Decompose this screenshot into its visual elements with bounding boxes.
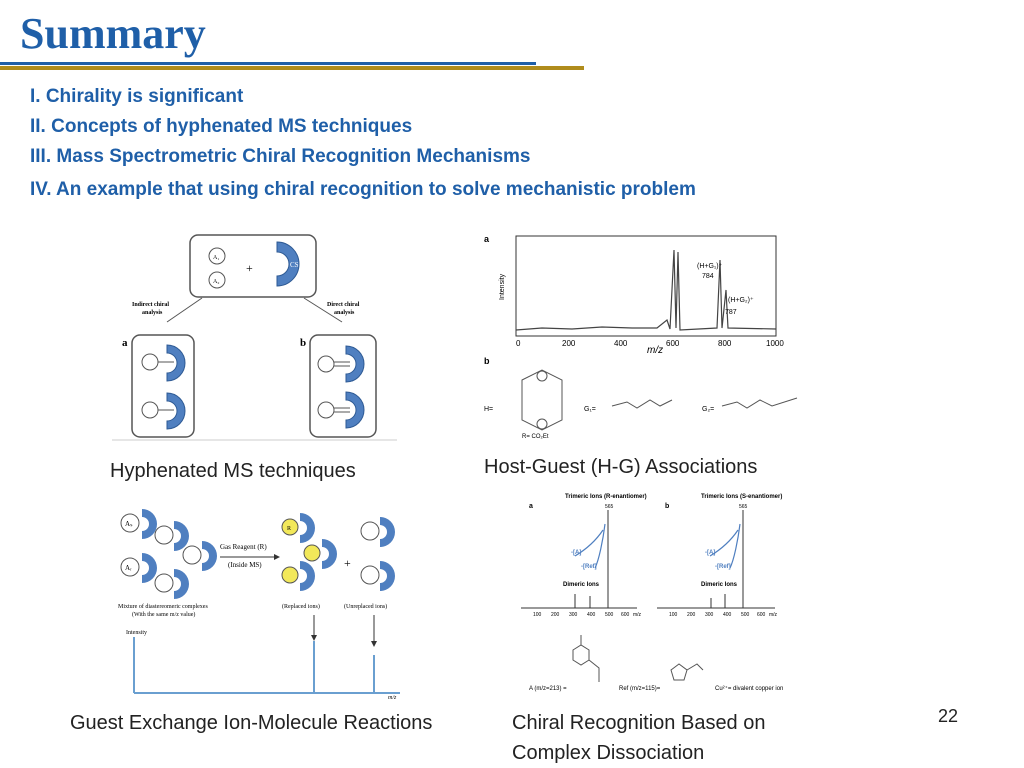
slide-title: Summary [20,9,206,58]
x-tick-300: 300 [569,612,578,618]
caption-complex-dissociation: Chiral Recognition Based on Complex Diss… [512,708,766,768]
peak-2-label: (H+G₂)⁺ [728,297,754,304]
caption-guest-exchange: Guest Exchange Ion-Molecule Reactions [70,712,433,734]
panel-a-label: a [484,234,490,244]
guest-exchange-figure: Aₛ Aᵣ Gas Reagent (R) (Inside MS) R + Mi… [112,505,407,705]
panel-a-label: a [122,337,128,349]
indirect-label: Indirect chiral [132,302,169,308]
panel-b-label: b [300,337,306,349]
outline-item-3: III. Mass Spectrometric Chiral Recogniti… [30,146,531,167]
loss-a-label: -[A] [571,550,581,556]
r-label: R [287,526,291,532]
mixture-label: Mixture of diastereomeric complexes [118,603,208,610]
reagent-sub-label: (Inside MS) [228,561,262,569]
x-tick-300-b: 300 [705,612,714,618]
cs-label: CS [290,261,299,269]
y-axis-label: Intensity [499,273,506,300]
x-tick-500: 500 [605,612,614,618]
x-tick-600-b: 600 [757,612,766,618]
footnote-ref: Ref (m/z=115)= [619,686,661,692]
x-tick-600: 600 [666,339,680,348]
mixture-sub-label: (With the same m/z value) [132,611,195,618]
direct-label-2: analysis [334,310,355,316]
top-peak-value: 565 [605,504,614,510]
outline-item-2: II. Concepts of hyphenated MS techniques [30,116,413,137]
panel-b-label: b [665,503,669,510]
footnote-cu: Cu²⁺= divalent copper ion [715,685,783,692]
page-number: 22 [938,706,959,726]
loss-a-label-b: -[A] [705,550,715,556]
x-tick-200: 200 [551,612,560,618]
x-tick-200: 200 [562,339,576,348]
indirect-label-2: analysis [142,310,163,316]
direct-label: Direct chiral [327,302,360,308]
peak-1-value: 784 [702,273,714,280]
title-underline-gold [0,66,584,70]
x-axis-label: m/z [647,345,663,356]
loss-ref-label-b: -[Ref] [715,564,731,570]
replaced-label: (Replaced ions) [282,603,320,610]
reagent-label: Gas Reagent (R) [220,543,267,551]
title-r-enantiomer: Trimeric Ions (R-enantiomer) [565,494,647,500]
plus-sign: + [246,261,253,275]
host-guest-figure: a Intensity (H+G₁)⁺ 784 (H+G₂)⁺ 787 0 20… [482,230,802,442]
panel-a-label: a [529,503,533,510]
intensity-label: Intensity [126,630,147,636]
x-tick-800: 800 [718,339,732,348]
footnote-a: A (m/z=213) = [529,686,567,692]
mz-label: m/z [388,695,397,701]
caption-hyphenated-ms: Hyphenated MS techniques [110,460,356,482]
x-tick-400-b: 400 [723,612,732,618]
summary-outline: I. Chirality is significant II. Concepts… [30,82,696,205]
a1-label: A₁ [213,255,219,261]
x-tick-1000: 1000 [766,339,784,348]
title-s-enantiomer: Trimeric Ions (S-enantiomer) [701,494,782,500]
x-tick-0: 0 [516,339,521,348]
g1-label: G₁= [584,406,596,413]
caption-host-guest: Host-Guest (H-G) Associations [484,456,758,478]
r-label: R= CO₂Et [522,434,549,440]
unreplaced-label: (Unreplaced ions) [344,603,387,610]
complex-dissociation-figure: a Trimeric Ions (R-enantiomer) 565 -[A] … [515,490,805,700]
outline-item-4: IV. An example that using chiral recogni… [30,179,696,200]
x-unit-label: m/z [633,612,642,618]
caption-line-2: Complex Dissociation [512,742,705,764]
peak-1-label: (H+G₁)⁺ [697,263,723,270]
h-label: H= [484,406,493,413]
x-tick-100-b: 100 [669,612,678,618]
caption-line-1: Chiral Recognition Based on [512,712,766,734]
top-peak-value-b: 565 [739,504,748,510]
dimeric-label: Dimeric Ions [563,582,600,588]
x-tick-400: 400 [614,339,628,348]
x-tick-200-b: 200 [687,612,696,618]
peak-2-value: 787 [725,309,737,316]
ar-label: Aᵣ [125,564,132,572]
g2-label: G₂= [702,406,714,413]
panel-b-label: b [484,356,490,366]
a2-label: A₂ [213,279,219,285]
plus-sign: + [344,556,351,570]
x-tick-600: 600 [621,612,630,618]
x-tick-100: 100 [533,612,542,618]
outline-item-1: I. Chirality is significant [30,86,244,107]
hyphenated-ms-figure: A₁ A₂ + CS Indirect chiral analysis Dire… [112,230,397,445]
x-tick-400: 400 [587,612,596,618]
dimeric-label-b: Dimeric Ions [701,582,738,588]
title-underline-blue [0,62,536,65]
as-label: Aₛ [125,520,133,528]
x-unit-label-b: m/z [769,612,778,618]
loss-ref-label: -[Ref] [581,564,597,570]
x-tick-500-b: 500 [741,612,750,618]
